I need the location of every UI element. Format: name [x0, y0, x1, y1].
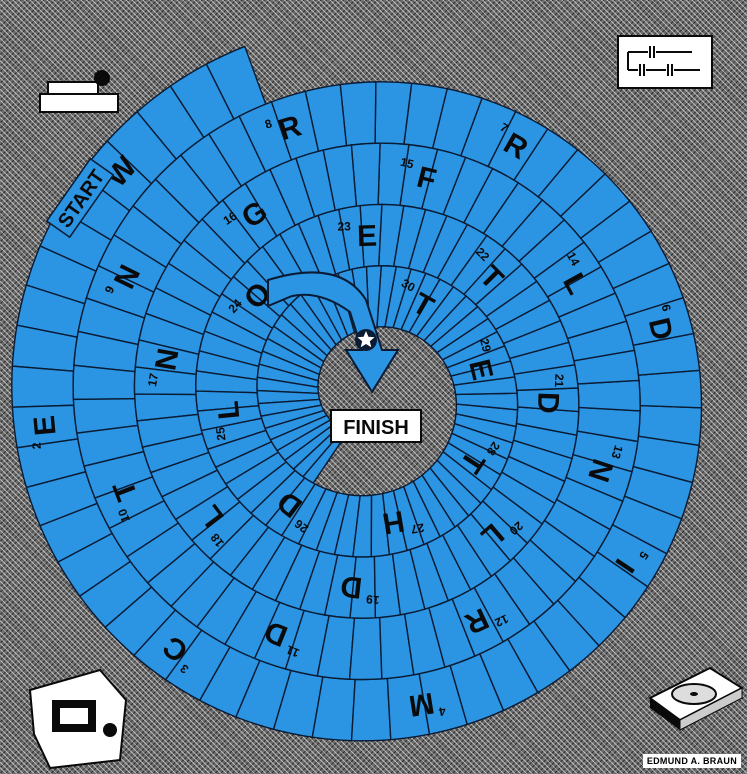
track-cell — [578, 380, 640, 411]
letter-25: L — [212, 399, 247, 421]
square-number-27: 27 — [409, 520, 425, 536]
letter-21: D — [531, 391, 565, 414]
track-cell — [638, 370, 701, 407]
artist-credit: EDMUND A. BRAUN — [643, 754, 741, 768]
track-cells — [12, 46, 702, 740]
track-cell — [12, 366, 74, 407]
track-cell — [352, 678, 391, 740]
square-number-23: 23 — [337, 219, 351, 233]
letter-2: E — [28, 414, 63, 437]
letter-23: E — [357, 220, 378, 254]
telegraph-key-icon — [40, 70, 118, 112]
square-number-19: 19 — [365, 592, 380, 607]
radio-receiver-icon — [30, 670, 126, 768]
square-number-21: 21 — [552, 374, 567, 388]
track-cell — [73, 365, 135, 399]
track-cell — [350, 617, 382, 679]
square-number-25: 25 — [213, 426, 228, 441]
record-player-icon — [650, 668, 742, 730]
letter-4: M — [407, 686, 437, 723]
letter-19: D — [339, 569, 364, 604]
circuit-diagram-icon — [618, 36, 712, 88]
square-number-17: 17 — [145, 372, 161, 388]
finish-text: FINISH — [343, 417, 409, 439]
